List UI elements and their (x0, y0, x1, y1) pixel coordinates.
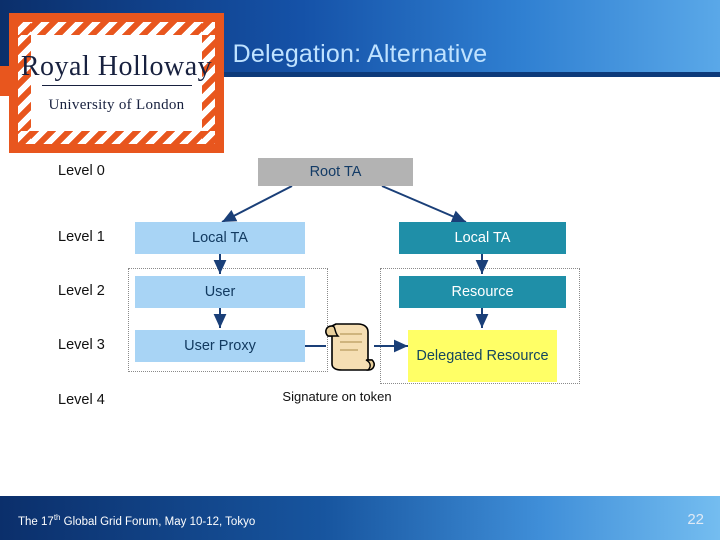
header-rule (0, 72, 720, 77)
level-label-2: Level 2 (58, 283, 105, 299)
signature-on-token-label: Signature on token (282, 389, 392, 404)
logo: Royal Holloway University of London (9, 13, 224, 153)
node-root-ta[interactable]: Root TA (258, 158, 413, 186)
logo-text: Royal Holloway University of London (18, 22, 215, 144)
footer-ordinal-suffix: th (53, 513, 61, 522)
node-local-ta-right[interactable]: Local TA (399, 222, 566, 254)
scroll-token-icon (325, 323, 375, 371)
logo-left-tab (0, 66, 10, 96)
logo-subtitle: University of London (48, 97, 185, 114)
node-delegated-resource[interactable]: Delegated Resource (408, 330, 557, 382)
footer-band (0, 496, 720, 540)
footer-text-after: Global Grid Forum, May 10-12, Tokyo (60, 515, 256, 528)
logo-divider (41, 85, 192, 87)
level-label-3: Level 3 (58, 337, 105, 353)
logo-title: Royal Holloway (20, 50, 213, 82)
node-local-ta-left[interactable]: Local TA (135, 222, 305, 254)
node-resource[interactable]: Resource (399, 276, 566, 308)
level-label-4: Level 4 (58, 392, 105, 408)
level-label-0: Level 0 (58, 163, 105, 179)
footer-text: The 17th Global Grid Forum, May 10-12, T… (18, 513, 255, 528)
user-domain-box (128, 268, 328, 372)
logo-zigzag-border (18, 22, 215, 144)
page-title: Delegation: Alternative (232, 40, 488, 68)
page-number: 22 (687, 511, 704, 528)
node-user-proxy[interactable]: User Proxy (135, 330, 305, 362)
footer-text-before: The 17 (18, 515, 54, 528)
node-user[interactable]: User (135, 276, 305, 308)
level-label-1: Level 1 (58, 229, 105, 245)
